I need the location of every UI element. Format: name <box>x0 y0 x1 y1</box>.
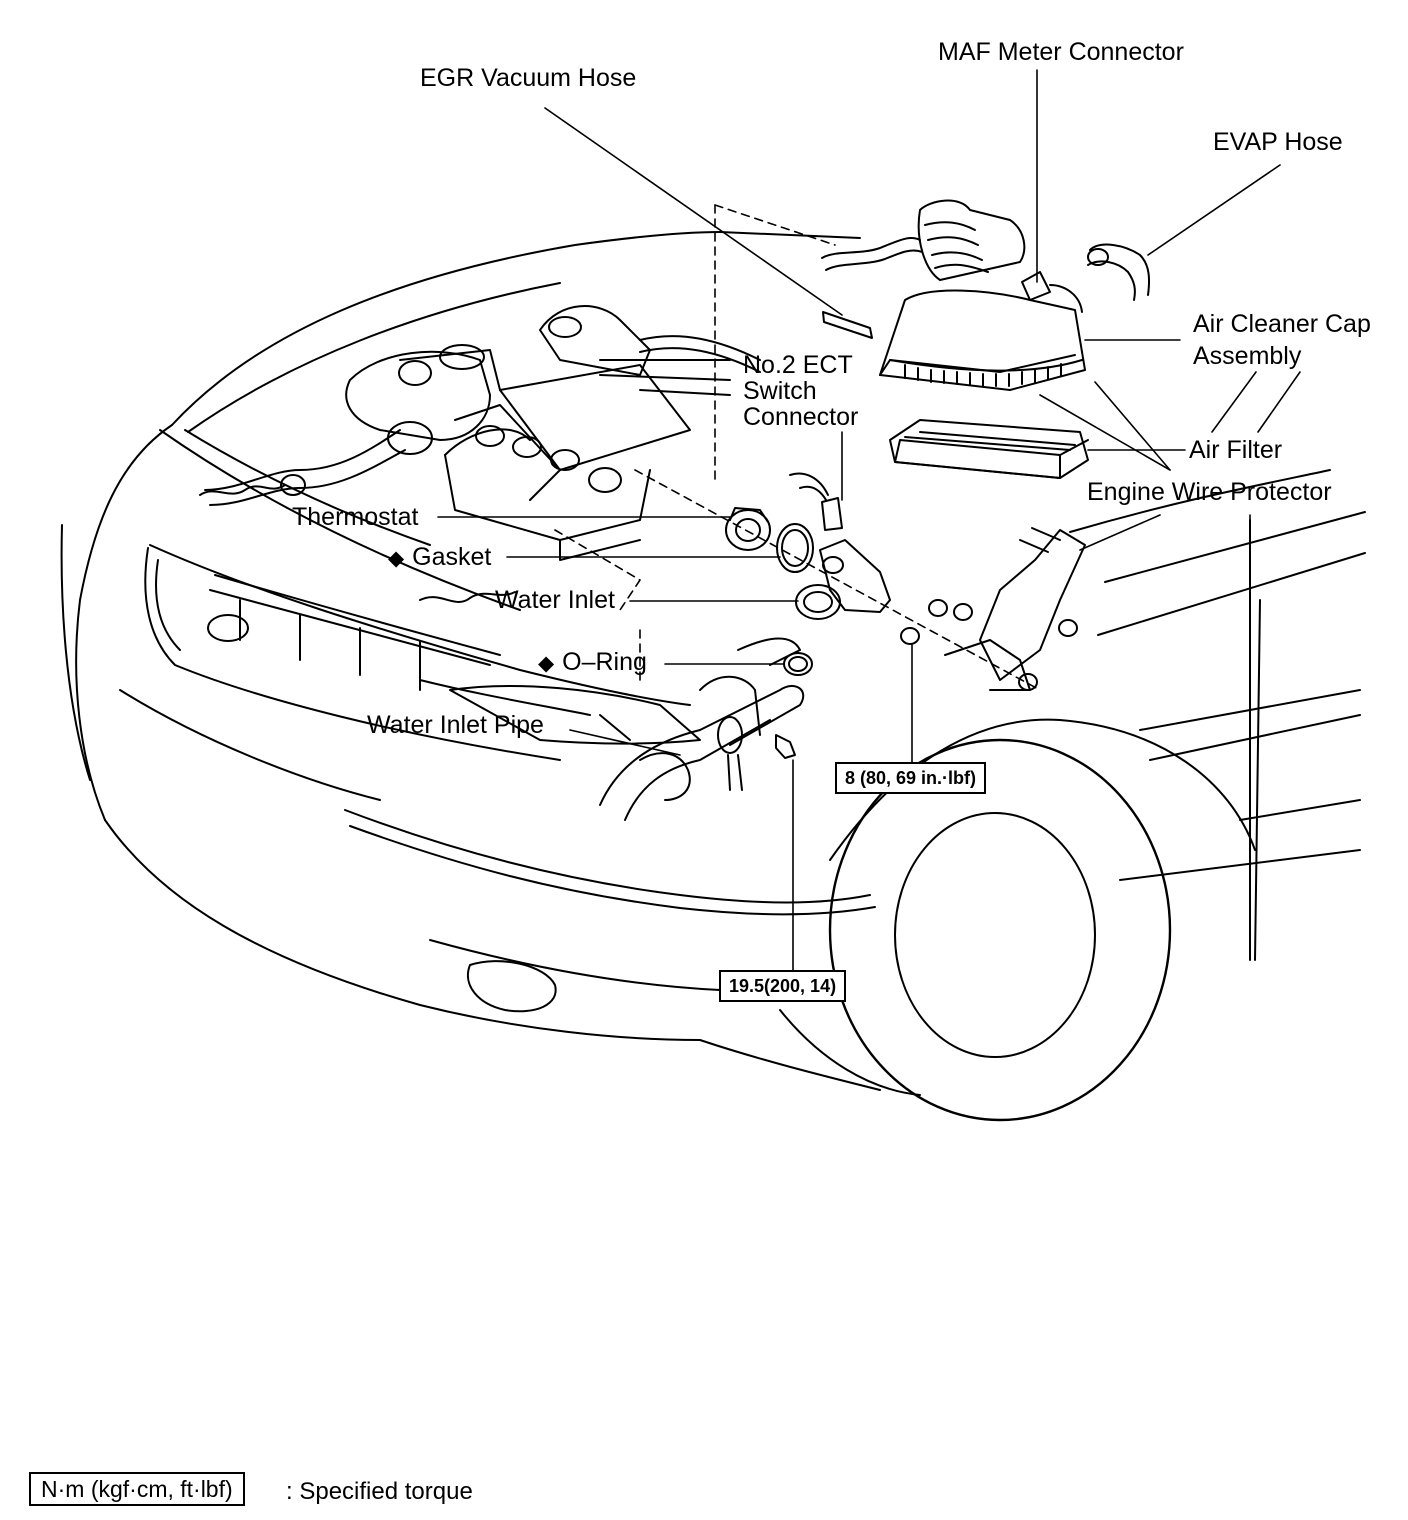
label-air-filter: Air Filter <box>1189 436 1283 464</box>
engine-bay-details <box>159 305 761 716</box>
label-o-ring-text: O–Ring <box>562 648 647 676</box>
legend-unit-description: : Specified torque <box>286 1478 473 1505</box>
non-reusable-marker-icon: ◆ <box>538 652 555 675</box>
label-air-cleaner-cap-assembly: Air Cleaner Cap Assembly <box>1193 310 1371 370</box>
legend-unit-box: N·m (kgf·cm, ft·lbf) <box>29 1472 245 1506</box>
car-body-outline <box>60 231 1366 1122</box>
water-inlet-assembly <box>554 204 1086 821</box>
label-thermostat: Thermostat <box>292 503 419 531</box>
label-gasket: ◆ Gasket <box>388 543 491 573</box>
label-water-inlet: Water Inlet <box>495 586 615 614</box>
air-cleaner-parts <box>821 199 1150 479</box>
non-reusable-marker-icon: ◆ <box>388 547 405 570</box>
label-egr-vacuum-hose: EGR Vacuum Hose <box>420 64 637 92</box>
torque-spec-bolt: 19.5(200, 14) <box>719 970 847 1002</box>
label-o-ring: ◆ O–Ring <box>538 648 647 678</box>
torque-spec-nut: 8 (80, 69 in.·lbf) <box>835 762 987 794</box>
label-water-inlet-pipe: Water Inlet Pipe <box>367 711 544 739</box>
leader-lines <box>437 69 1301 971</box>
label-no2-ect-switch-connector: No.2 ECT Switch Connector <box>743 351 859 431</box>
label-engine-wire-protector: Engine Wire Protector <box>1087 478 1332 506</box>
label-gasket-text: Gasket <box>412 543 492 571</box>
label-evap-hose: EVAP Hose <box>1213 128 1343 156</box>
label-maf-meter-connector: MAF Meter Connector <box>938 38 1184 66</box>
